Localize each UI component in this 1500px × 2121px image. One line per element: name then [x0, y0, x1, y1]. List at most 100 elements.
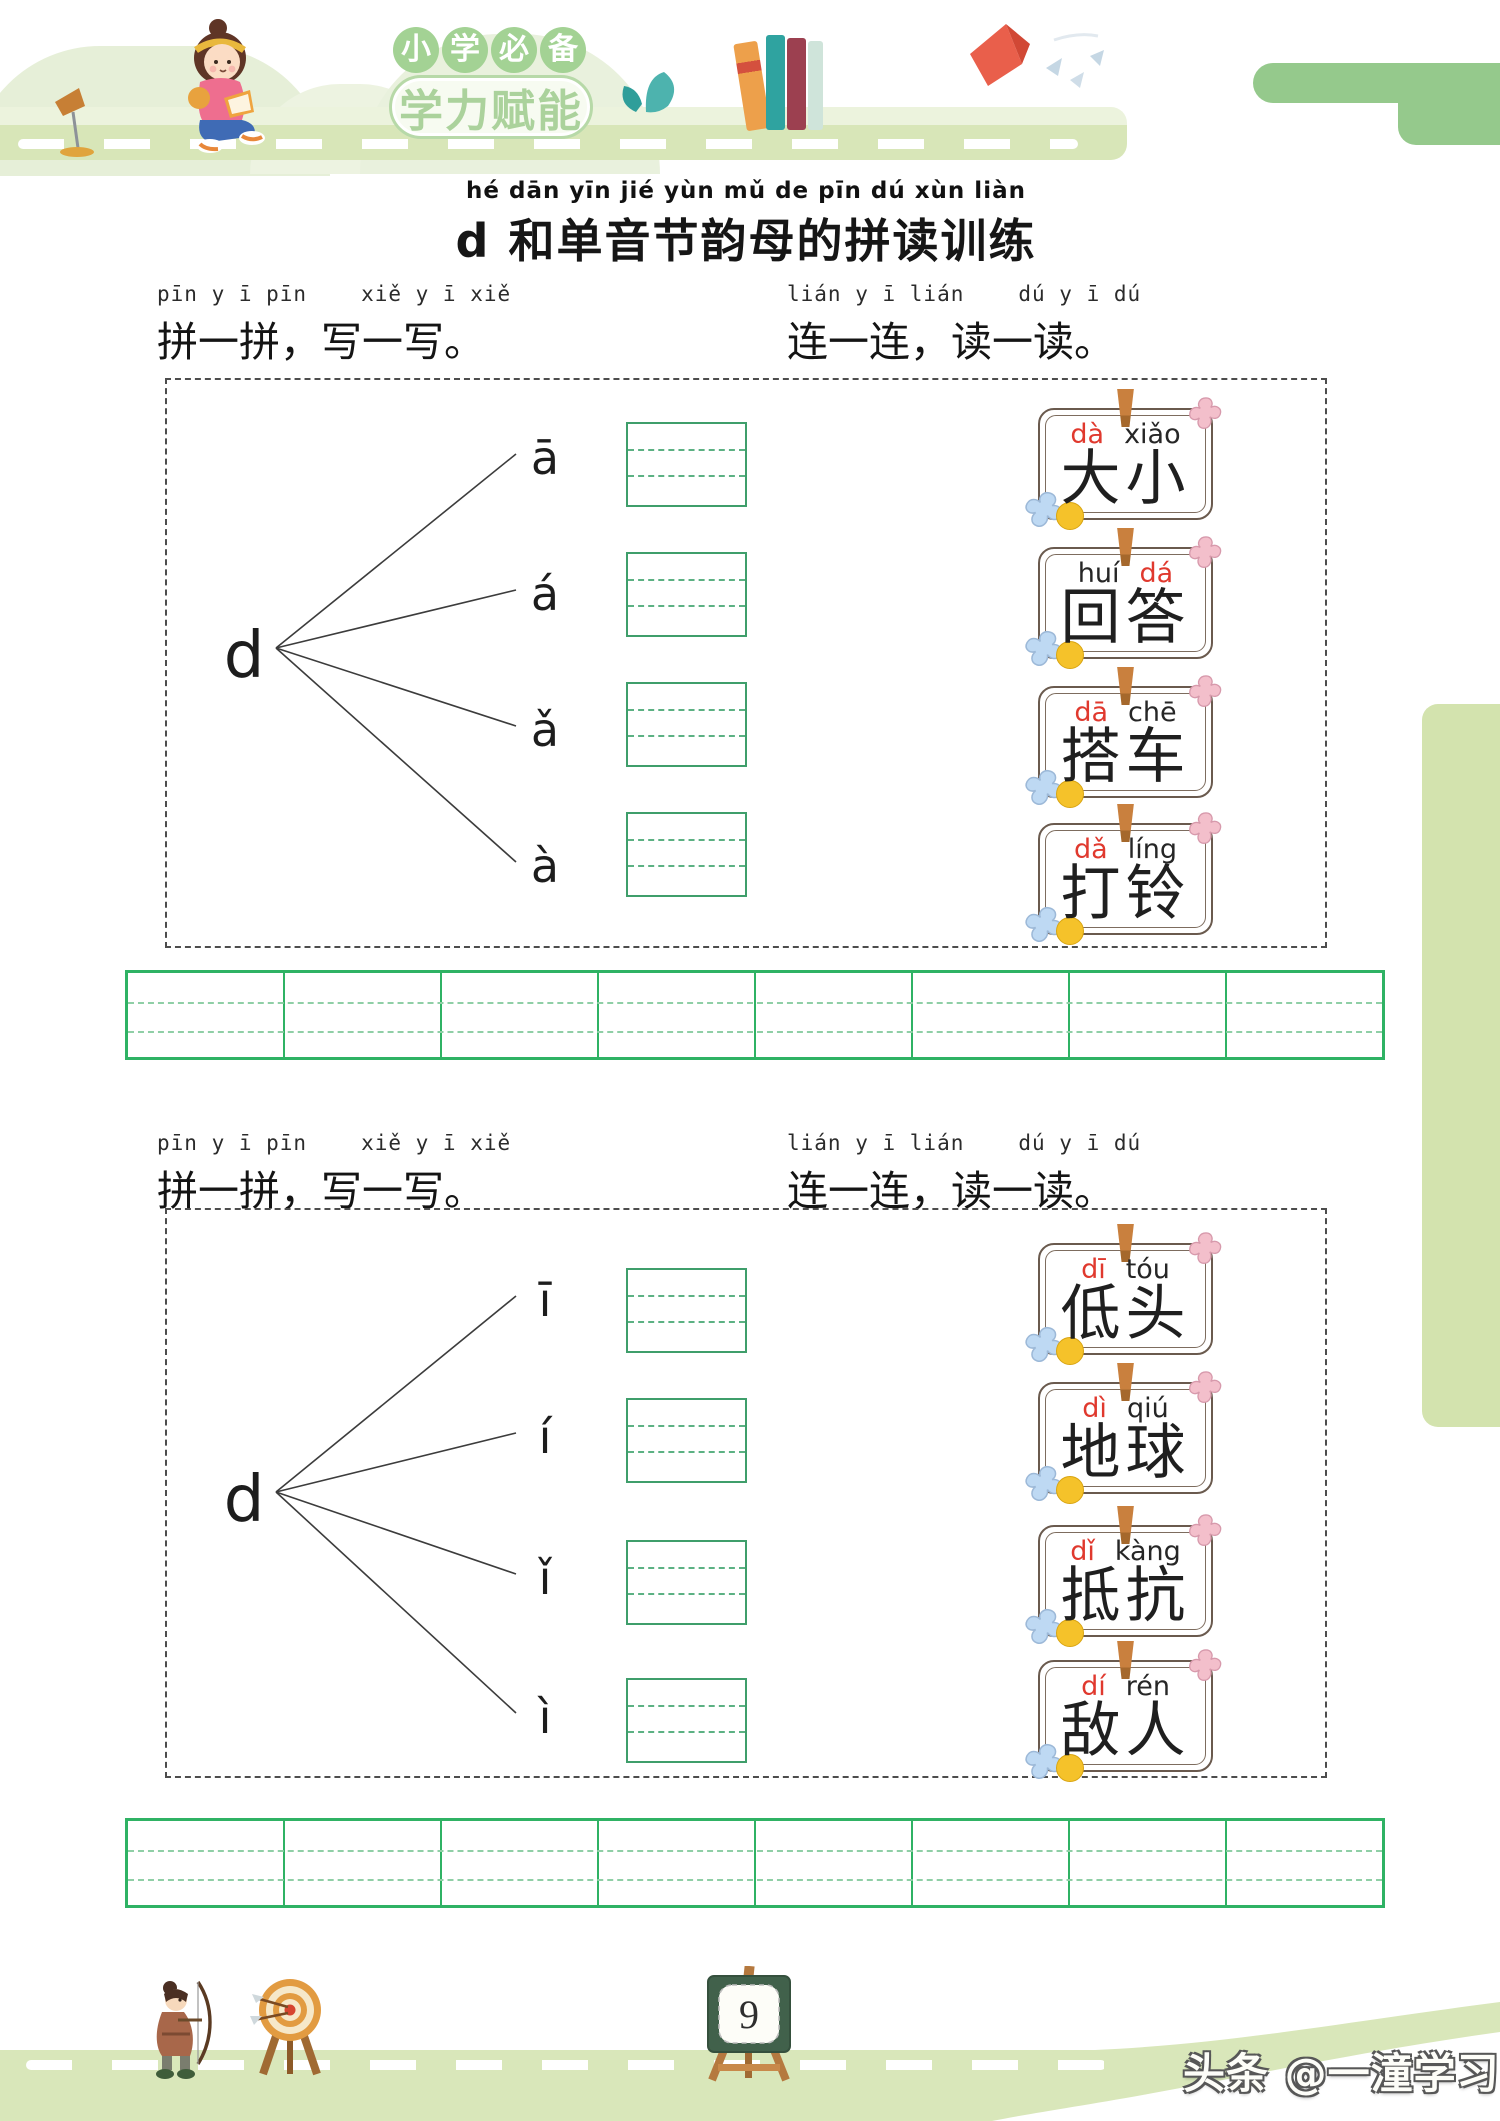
final-letter[interactable]: á	[530, 567, 560, 621]
pink-flower-icon	[1189, 675, 1222, 707]
pink-flower-icon	[1189, 536, 1222, 568]
guide-line	[628, 1321, 745, 1324]
strip-cell[interactable]	[128, 1821, 285, 1905]
card-syllable: dá	[1139, 558, 1174, 589]
card-syllable: dì	[1082, 1393, 1107, 1424]
yellow-dot-icon	[1056, 1337, 1084, 1365]
guide-line	[628, 709, 745, 712]
writing-box[interactable]	[626, 552, 747, 637]
card-syllable: rén	[1125, 1671, 1170, 1702]
blue-flower-icon	[1025, 770, 1063, 805]
strip-cell[interactable]	[1227, 973, 1382, 1057]
writing-box[interactable]	[626, 682, 747, 767]
blue-flower-icon	[1025, 907, 1063, 942]
strip-cell[interactable]	[913, 973, 1070, 1057]
strip-cell[interactable]	[1227, 1821, 1382, 1905]
pushpin-icon	[1117, 1224, 1134, 1262]
strip-cell[interactable]	[756, 1821, 913, 1905]
section-right-header: lián y ī lián dú y ī dú 连一连，读一读。	[787, 1131, 1141, 1217]
writing-strip-2	[125, 1818, 1385, 1908]
card-syllable: chē	[1128, 697, 1177, 728]
pink-flower-icon	[1189, 1232, 1222, 1264]
final-letter[interactable]: à	[530, 839, 560, 893]
card-word: 抵抗	[1060, 1563, 1191, 1629]
final-letter[interactable]: í	[538, 1410, 552, 1464]
archer-illustration	[156, 1981, 212, 2079]
badge-bottom: 学力赋能	[389, 75, 593, 139]
final-letter[interactable]: ǎ	[530, 703, 560, 757]
strip-cell[interactable]	[285, 1821, 442, 1905]
guide-line	[128, 1002, 1382, 1004]
page-number-board: 9	[707, 1966, 791, 2082]
strip-cell[interactable]	[599, 1821, 756, 1905]
writing-box[interactable]	[626, 1398, 747, 1483]
pink-flower-icon	[1189, 812, 1222, 844]
strip-cell[interactable]	[442, 973, 599, 1057]
card-word: 搭车	[1060, 724, 1191, 790]
section-right-header: lián y ī lián dú y ī dú 连一连，读一读。	[787, 282, 1141, 368]
blue-flower-icon	[1025, 1466, 1063, 1501]
final-letter[interactable]: ā	[530, 431, 560, 485]
card-syllable: kàng	[1114, 1536, 1181, 1567]
guide-line	[128, 1031, 1382, 1033]
card-syllable: dā	[1074, 697, 1109, 728]
guide-line	[628, 1451, 745, 1454]
strip-cell[interactable]	[442, 1821, 599, 1905]
guide-line	[628, 865, 745, 868]
guide-line	[628, 839, 745, 842]
exercise-box	[165, 1208, 1327, 1778]
pink-flower-icon	[1189, 1371, 1222, 1403]
header-pinyin: lián y ī lián	[787, 282, 965, 306]
header-text: 拼一拼，写一写。	[157, 319, 485, 365]
card-syllable: qiú	[1126, 1393, 1169, 1424]
header-text: 连一连，读一读。	[787, 1168, 1115, 1214]
strip-cell[interactable]	[1070, 1821, 1227, 1905]
strip-cell[interactable]	[128, 973, 285, 1057]
writing-box[interactable]	[626, 1678, 747, 1763]
strip-cell[interactable]	[1070, 973, 1227, 1057]
writing-box[interactable]	[626, 422, 747, 507]
final-letter[interactable]: ī	[538, 1273, 552, 1327]
strip-cell[interactable]	[599, 973, 756, 1057]
strip-cell[interactable]	[756, 973, 913, 1057]
target-illustration	[250, 1979, 321, 2076]
pushpin-icon	[1117, 389, 1134, 427]
card-syllable: líng	[1127, 834, 1177, 865]
initial-letter[interactable]: d	[223, 1463, 265, 1537]
guide-line	[628, 1425, 745, 1428]
blue-flower-icon	[1025, 1609, 1063, 1644]
writing-box[interactable]	[626, 1540, 747, 1625]
initial-letter[interactable]: d	[223, 619, 265, 693]
connector-lines	[275, 1295, 517, 1714]
guide-line	[628, 1295, 745, 1298]
page-title-pinyin: hé dān yīn jié yùn mǔ de pīn dú xùn liàn	[466, 178, 1026, 204]
card-syllable: dǎ	[1074, 834, 1108, 865]
badge-char: 备	[540, 27, 586, 73]
guide-line	[628, 1567, 745, 1570]
final-letter[interactable]: ǐ	[538, 1551, 552, 1605]
card-syllable: dǐ	[1070, 1536, 1095, 1567]
strip-cell[interactable]	[913, 1821, 1070, 1905]
writing-box[interactable]	[626, 1268, 747, 1353]
yellow-dot-icon	[1056, 1754, 1084, 1782]
corner-bracket	[1398, 100, 1500, 145]
yellow-dot-icon	[1056, 917, 1084, 945]
strip-cell[interactable]	[285, 973, 442, 1057]
card-word: 回答	[1060, 585, 1191, 651]
final-letter[interactable]: ì	[538, 1690, 552, 1744]
writing-box[interactable]	[626, 812, 747, 897]
pushpin-icon	[1117, 1641, 1134, 1679]
origami-icon	[970, 24, 1104, 88]
